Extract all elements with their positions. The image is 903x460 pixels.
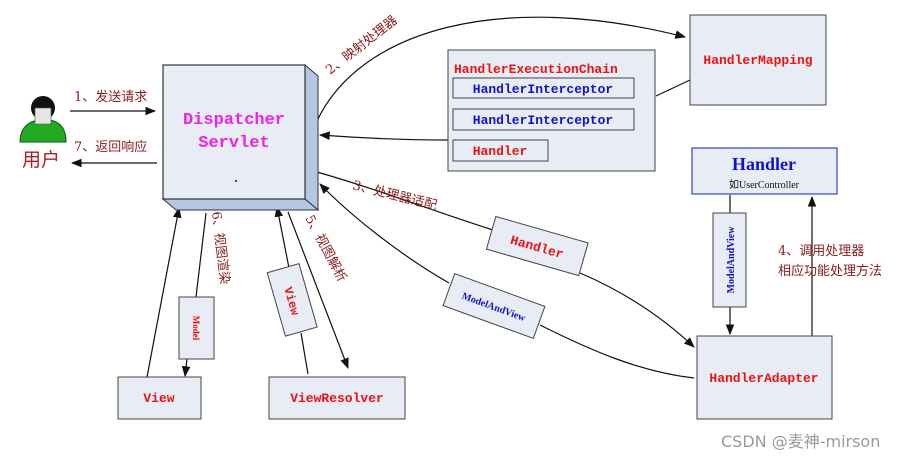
step-5-label: 5、视图解析 <box>301 213 349 285</box>
tag-modelandview-right-label: ModelAndView <box>726 226 737 294</box>
handler-controller[interactable]: Handler 如UserController <box>691 147 838 195</box>
arrow-handler-adapt <box>316 171 494 231</box>
step-2-label: 2、映射处理器 <box>323 12 401 78</box>
handler-adapter-label: HandlerAdapter <box>709 371 818 386</box>
chain-interceptor-2-label: HandlerInterceptor <box>473 113 613 128</box>
handler-adapter[interactable]: HandlerAdapter <box>696 335 833 420</box>
arrow-view-to-dispatcher <box>146 206 182 378</box>
chain-handler[interactable] <box>452 139 549 162</box>
step-3-label: 3、处理器适配 <box>351 178 438 213</box>
user-icon <box>19 96 67 143</box>
tag-model-label: Model <box>191 316 201 341</box>
view-resolver-box[interactable]: ViewResolver <box>268 376 406 420</box>
arrow-chain-to-dispatcher <box>318 131 449 141</box>
watermark: CSDN @麦神-mirson <box>721 432 880 451</box>
handler-execution-chain[interactable]: HandlerExecutionChain HandlerInterceptor… <box>447 49 656 172</box>
chain-interceptor-1[interactable] <box>452 77 635 99</box>
handler-mapping-label: HandlerMapping <box>703 53 812 68</box>
arrow-model-to-view <box>181 358 191 378</box>
view-label: View <box>143 391 174 406</box>
arrow-handler-adapt-2 <box>579 272 695 348</box>
step-7-label: 7、返回响应 <box>74 139 147 155</box>
connectors <box>70 16 817 379</box>
handler-title: Handler <box>732 154 796 174</box>
dispatcher-label-line1: Dispatcher <box>183 111 285 130</box>
view-resolver-label: ViewResolver <box>290 391 384 406</box>
connector-render-model <box>195 212 207 298</box>
chain-handler-label: Handler <box>473 144 528 159</box>
connector-resolver-view <box>300 332 309 375</box>
chain-interceptor-2[interactable] <box>452 108 635 131</box>
step-4-label-line2: 相应功能处理方法 <box>778 263 882 279</box>
user-label: 用户 <box>22 149 60 171</box>
view-box[interactable]: View <box>117 376 202 420</box>
step-4-label-line1: 4、调用处理器 <box>778 244 864 259</box>
chain-interceptor-1-label: HandlerInterceptor <box>473 82 613 97</box>
user-actor: 用户 <box>19 96 67 171</box>
connector-mapping-chain <box>655 79 691 97</box>
tag-modelandview-left: ModelAndView <box>442 272 546 340</box>
tag-view: View <box>266 263 318 337</box>
tag-handler: Handler <box>485 215 589 277</box>
arrow-modelandview-return <box>539 324 695 379</box>
arrow-viewtag-to-dispatcher <box>274 205 290 269</box>
dispatcher-servlet[interactable]: Dispatcher Servlet <box>161 63 320 212</box>
step-6-label: 6、视图渲染 <box>208 211 232 286</box>
handler-subtitle: 如UserController <box>729 178 800 191</box>
handler-mapping[interactable]: HandlerMapping <box>689 14 827 106</box>
tag-model: Model <box>178 296 215 360</box>
tag-modelandview-right: ModelAndView <box>712 212 747 308</box>
center-dot <box>235 180 237 182</box>
chain-title: HandlerExecutionChain <box>454 62 618 77</box>
step-1-label: 1、发送请求 <box>74 89 147 105</box>
arrow-resolve-view <box>287 211 349 370</box>
arrow-modelandview-return-2 <box>319 183 450 284</box>
dispatcher-label-line2: Servlet <box>198 134 269 153</box>
arrow-map-handler <box>316 16 687 122</box>
